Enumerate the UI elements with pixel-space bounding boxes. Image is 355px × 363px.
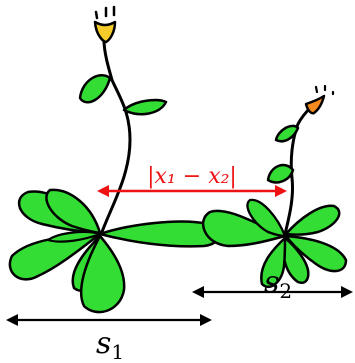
left-rosette-leaf-lower (79, 234, 126, 314)
left-plant-stem (100, 38, 132, 234)
left-flower-stamen-1 (94, 10, 99, 20)
s1-arrow-head-left (6, 314, 18, 326)
left-stem-leaf-lower (122, 98, 168, 116)
right-plant (201, 84, 348, 289)
s1-arrow-head-right (200, 314, 212, 326)
right-rosette-leaf-right (284, 234, 348, 273)
distance-arrow: |x₁ − x₂| (97, 164, 287, 197)
left-rosette-leaf-short-left (46, 230, 102, 243)
left-plant (8, 5, 220, 314)
distance-arrow-head-left (97, 185, 109, 197)
right-flower-stamen-1 (314, 85, 319, 94)
right-plant-stem (283, 104, 314, 236)
left-rosette-leaf-right (98, 220, 220, 248)
right-rosette-leaf-left (201, 209, 287, 248)
s2-measure: s2 (192, 265, 353, 303)
distance-arrow-head-right (275, 185, 287, 197)
right-rosette-leaf-upper (246, 198, 287, 238)
left-flower-bud (93, 20, 117, 44)
right-flower-bud (304, 94, 326, 115)
left-stem-leaf-upper (78, 73, 112, 104)
s1-label: s1 (96, 326, 124, 363)
distance-label: |x₁ − x₂| (147, 164, 237, 189)
right-stem-leaf-upper (274, 124, 300, 143)
right-rosette-leaf-upper-right (284, 204, 341, 236)
right-stem-leaf-lower (266, 163, 295, 184)
right-rosette-leaf-lower-left (260, 236, 287, 289)
s2-arrow-head-left (192, 286, 204, 298)
s1-measure: s1 (6, 314, 212, 363)
s2-arrow-head-right (341, 286, 353, 298)
s2-label: s2 (264, 265, 292, 303)
left-rosette-leaf-upper (45, 188, 102, 235)
